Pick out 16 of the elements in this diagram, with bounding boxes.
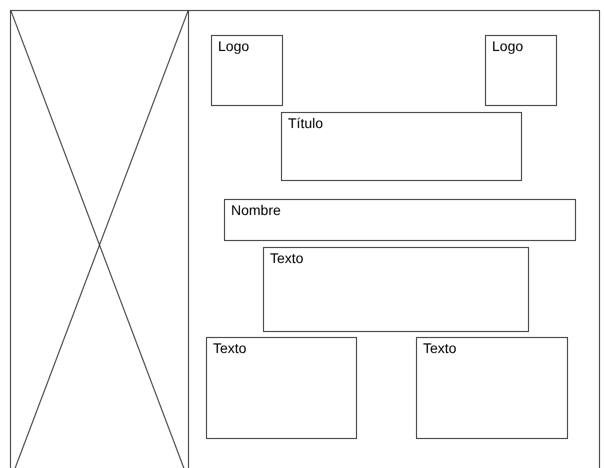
placeholder-box — [416, 337, 568, 439]
placeholder-label: Texto — [213, 340, 246, 356]
placeholder-box — [281, 112, 522, 181]
frame-panel — [188, 10, 600, 468]
image-placeholder — [10, 10, 189, 468]
placeholder-box — [206, 337, 357, 439]
placeholder-label: Logo — [492, 38, 524, 54]
placeholder-box — [485, 35, 557, 106]
placeholder-label: Texto — [270, 250, 304, 266]
placeholder-label: Nombre — [231, 202, 281, 218]
placeholder-label: Texto — [423, 340, 456, 356]
placeholder-box — [263, 247, 529, 332]
placeholder-label: Logo — [218, 38, 250, 54]
placeholder-box — [211, 35, 283, 106]
placeholder-label: Título — [288, 115, 324, 131]
placeholder-box — [224, 199, 576, 241]
